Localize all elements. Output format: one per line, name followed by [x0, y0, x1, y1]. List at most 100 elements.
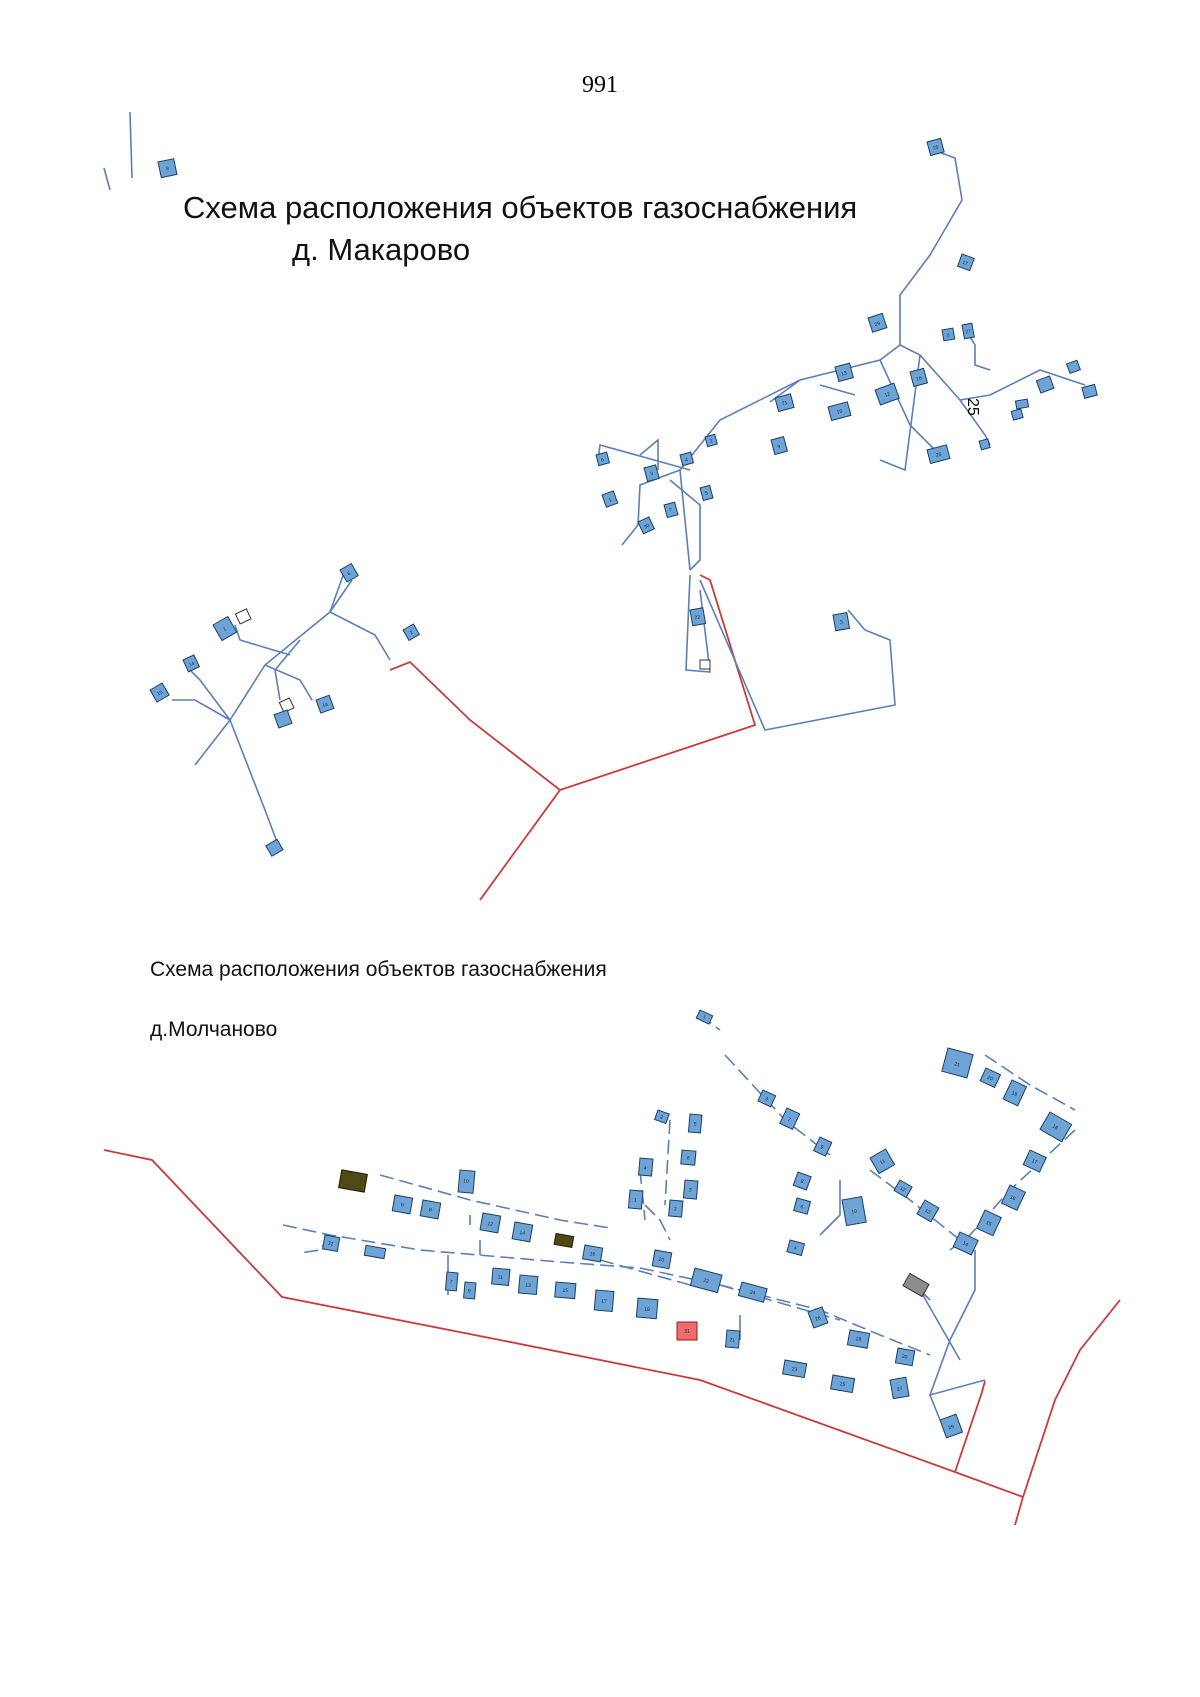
map1-gas-line	[103, 167, 111, 191]
house	[889, 1376, 910, 1400]
house-number: 29	[874, 321, 881, 328]
house	[212, 615, 238, 642]
house-number: 0	[946, 333, 950, 339]
house	[653, 1109, 670, 1125]
house	[402, 623, 421, 642]
house-number: 6	[400, 1202, 404, 1208]
map1-rotated-label: 25	[964, 398, 981, 416]
house-number: 15	[156, 689, 164, 697]
house	[363, 1244, 387, 1260]
house	[757, 1089, 777, 1108]
house	[273, 709, 293, 729]
house	[419, 1199, 442, 1220]
house-number: 16	[916, 375, 923, 382]
map2-gas-line	[929, 1394, 941, 1421]
house-number: 5	[705, 490, 709, 497]
house-number: 19	[644, 1307, 650, 1313]
house-number: 71	[781, 400, 788, 407]
house-special	[338, 1169, 368, 1193]
house	[1039, 1111, 1073, 1143]
house	[581, 1244, 604, 1263]
house	[1081, 383, 1098, 399]
map2-gas-line	[599, 1259, 691, 1286]
map2-gas-line	[819, 1180, 841, 1236]
map2-gas-line	[928, 1250, 986, 1397]
house-number: 6	[601, 457, 605, 464]
house	[595, 451, 611, 467]
house-number: 7	[787, 1117, 792, 1124]
house-number: 10	[851, 1209, 858, 1216]
house	[157, 158, 178, 179]
map1-gas-line	[879, 359, 936, 451]
house	[679, 451, 695, 467]
house	[975, 1209, 1002, 1237]
house	[651, 1249, 673, 1270]
house-number: 27	[897, 1386, 904, 1393]
house	[941, 327, 956, 342]
house-number: 14	[519, 1230, 526, 1237]
house	[893, 1179, 913, 1199]
house	[737, 1281, 768, 1303]
house	[867, 312, 888, 333]
house	[695, 1009, 714, 1025]
page-number: 991	[582, 72, 618, 98]
map2-main-pipeline-branch	[954, 1380, 986, 1473]
house	[834, 362, 854, 383]
house-number: 3	[688, 1187, 692, 1193]
house	[952, 1231, 979, 1256]
map1-title: Схема расположения объектов газоснабжени…	[183, 190, 858, 225]
house-number: 4	[685, 457, 689, 464]
house	[827, 401, 852, 422]
map2-subtitle: д.Молчаново	[150, 1018, 278, 1041]
house	[846, 1329, 871, 1349]
house-number: 12	[899, 1186, 907, 1194]
house-number: 25	[839, 1381, 846, 1388]
house	[627, 1189, 644, 1210]
map1-gas-line	[329, 579, 353, 613]
house-number: 19	[1010, 1090, 1018, 1098]
house-outline	[278, 697, 295, 714]
map1-gas-line	[129, 111, 133, 179]
house-number: 26	[935, 451, 942, 458]
house-number: 22	[702, 1278, 709, 1285]
house	[779, 1107, 801, 1130]
house-number: 2	[409, 630, 415, 637]
house	[869, 1148, 896, 1175]
house-number: 8	[428, 1207, 432, 1213]
house-highlighted	[676, 1321, 698, 1341]
house-number: 1	[608, 497, 613, 504]
house-number: 27	[965, 329, 972, 336]
house-number: 30	[643, 523, 651, 531]
map1-gas-line	[189, 669, 231, 721]
house	[149, 682, 170, 703]
house	[457, 1169, 476, 1194]
house	[793, 1197, 812, 1215]
house-number: 24	[749, 1289, 756, 1296]
house	[637, 1157, 654, 1177]
house	[339, 562, 359, 583]
map1-gas-line	[639, 438, 659, 470]
house	[1002, 1079, 1028, 1107]
house-number: 3	[764, 1096, 769, 1103]
house	[687, 1113, 703, 1134]
map2-gas-line	[282, 1224, 931, 1356]
house	[1035, 375, 1055, 394]
house-number: 6	[800, 1204, 804, 1211]
map2-main-pipeline-east	[1014, 1496, 1024, 1526]
house-outline	[234, 608, 252, 625]
house-outline	[699, 659, 711, 670]
map1-gas-line	[597, 443, 691, 471]
house	[554, 1281, 577, 1300]
map2-gas-line	[644, 1204, 671, 1241]
house	[829, 1374, 856, 1394]
house	[517, 1274, 539, 1296]
house-number: 29	[948, 1424, 955, 1432]
map1-main-pipeline	[389, 660, 562, 901]
house	[1065, 359, 1081, 375]
house-number: 9	[468, 1288, 472, 1294]
house	[1022, 1149, 1047, 1173]
map2-gas-line	[869, 1169, 961, 1241]
house-number: 19	[932, 144, 939, 151]
house	[961, 322, 975, 340]
